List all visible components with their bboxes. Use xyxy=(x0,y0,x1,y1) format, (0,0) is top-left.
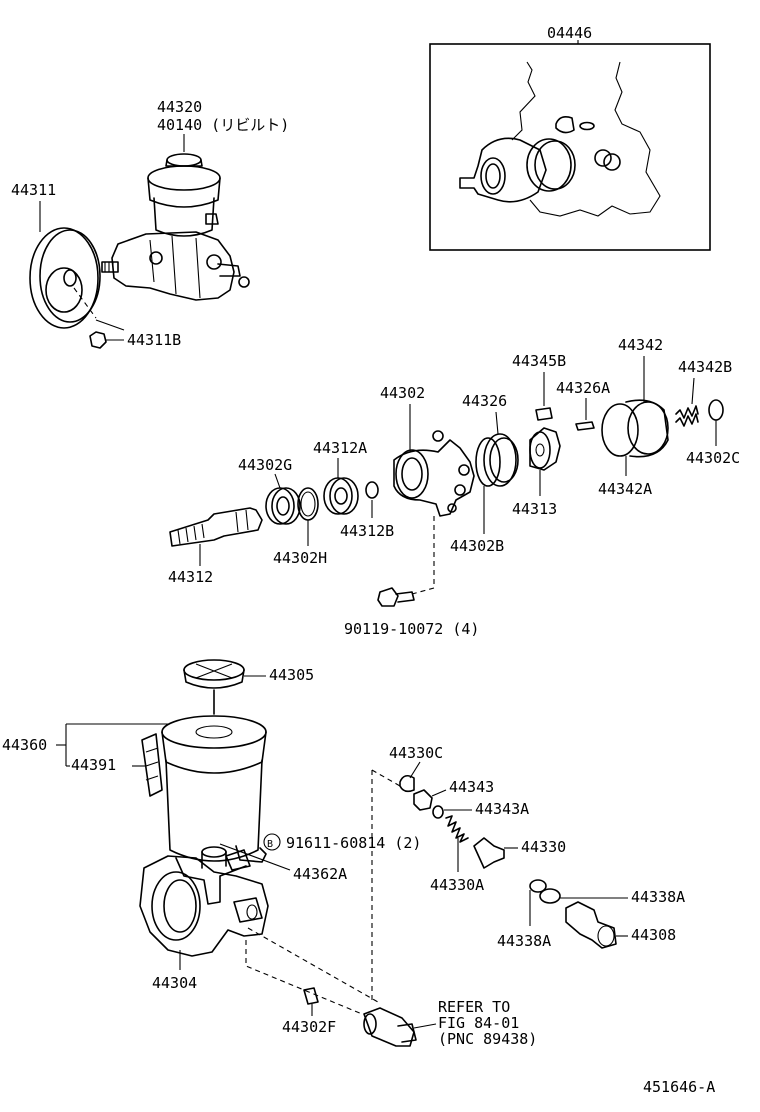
pulley-44311: 44311 44311B xyxy=(11,181,181,349)
label-44311B: 44311B xyxy=(127,331,181,349)
label-44342A: 44342A xyxy=(598,480,652,498)
label-44302C: 44302C xyxy=(686,449,740,467)
bolt-90119-10072: 90119-10072 (4) xyxy=(344,587,479,638)
shaft-44312: 44312 xyxy=(168,507,263,586)
snap-ring-44302H: 44302H xyxy=(273,487,327,567)
vane-44345B: 44345B xyxy=(512,352,566,421)
label-44342: 44342 xyxy=(618,336,663,354)
label-44345B: 44345B xyxy=(512,352,566,370)
label-44308: 44308 xyxy=(631,926,676,944)
label-44360: 44360 xyxy=(2,736,47,754)
reservoir-44360: 44360 44391 xyxy=(2,715,267,905)
refer-line-3: (PNC 89438) xyxy=(438,1030,537,1048)
label-44330: 44330 xyxy=(521,838,566,856)
label-44304: 44304 xyxy=(152,974,197,992)
label-44330C: 44330C xyxy=(389,744,443,762)
label-44302H: 44302H xyxy=(273,549,327,567)
label-04446: 04446 xyxy=(547,24,592,42)
label-44312B: 44312B xyxy=(340,522,394,540)
relief-valve-group: 44330C 44343 44343A 44330A 44330 xyxy=(389,744,566,894)
pump-body-44304: 44304 44362A xyxy=(139,843,347,992)
spring-44342B: 44342B xyxy=(675,358,732,427)
refer-line-2: FIG 84-01 xyxy=(438,1014,519,1032)
label-44343A: 44343A xyxy=(475,800,529,818)
seal-44312A: 44312A xyxy=(313,439,367,515)
label-44302: 44302 xyxy=(380,384,425,402)
label-44330A: 44330A xyxy=(430,876,484,894)
label-44302G: 44302G xyxy=(238,456,292,474)
fitting-44302F: 44302F xyxy=(282,987,336,1036)
label-44362A: 44362A xyxy=(293,865,347,883)
cam-ring-44326: 44326 xyxy=(462,392,519,487)
label-44338A-2: 44338A xyxy=(497,932,551,950)
label-44343: 44343 xyxy=(449,778,494,796)
ring-44302B: 44302B xyxy=(450,437,504,555)
label-44391: 44391 xyxy=(71,756,116,774)
label-44302F: 44302F xyxy=(282,1018,336,1036)
bearing-44302G: 44302G xyxy=(238,456,301,525)
label-91611-60814: 91611-60814 (2) xyxy=(286,834,421,852)
label-44326: 44326 xyxy=(462,392,507,410)
label-40140-rebuilt: 40140 (リビルト) xyxy=(157,116,289,134)
label-44312: 44312 xyxy=(168,568,213,586)
oring-44312B: 44312B xyxy=(340,481,394,540)
label-91611-mark: B xyxy=(267,839,273,850)
oring-44302C: 44302C xyxy=(686,399,740,467)
pin-44326A: 44326A xyxy=(556,379,610,431)
reservoir-cap-44305: 44305 xyxy=(183,659,314,715)
label-44312A: 44312A xyxy=(313,439,367,457)
label-44342B: 44342B xyxy=(678,358,732,376)
bolt-91611-60814: B 91611-60814 (2) xyxy=(263,833,421,852)
pump-assembly-44320: 44320 40140 (リビルト) xyxy=(101,98,289,301)
pressure-switch-reference: REFER TO FIG 84-01 (PNC 89438) xyxy=(245,769,537,1048)
flow-valve-44308: 44338A 44338A 44308 xyxy=(497,879,685,950)
figure-number: 451646-A xyxy=(643,1078,715,1096)
refer-line-1: REFER TO xyxy=(438,998,510,1016)
label-44302B: 44302B xyxy=(450,537,504,555)
gasket-kit-inset: 04446 xyxy=(429,24,711,251)
label-44311: 44311 xyxy=(11,181,56,199)
label-44338A-1: 44338A xyxy=(631,888,685,906)
label-44313: 44313 xyxy=(512,500,557,518)
label-44326A: 44326A xyxy=(556,379,610,397)
rotor-44313: 44313 xyxy=(512,427,561,518)
label-90119-10072: 90119-10072 (4) xyxy=(344,620,479,638)
label-44305: 44305 xyxy=(269,666,314,684)
housing-44302: 44302 xyxy=(380,384,475,595)
label-44320: 44320 xyxy=(157,98,202,116)
pressure-plate-44342: 44342 44342A xyxy=(598,336,669,498)
